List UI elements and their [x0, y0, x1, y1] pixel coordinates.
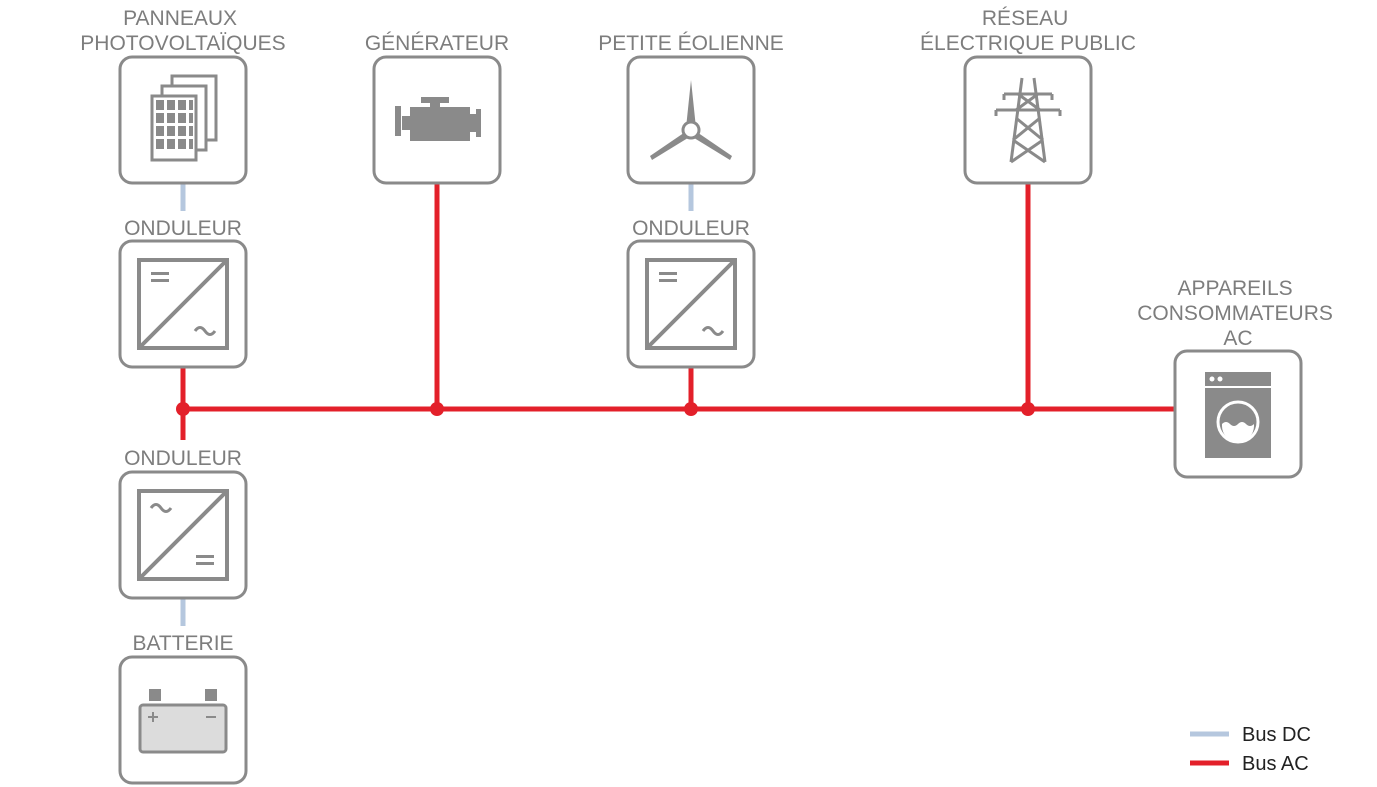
battery-icon	[138, 689, 228, 754]
junction-dot	[176, 402, 190, 416]
battery-node: BATTERIE	[118, 632, 248, 785]
battery-label: BATTERIE	[132, 632, 233, 655]
wind-inverter-node: ONDULEUR	[626, 217, 756, 369]
battery-inverter-label: ONDULEUR	[124, 447, 242, 470]
public-grid-box	[963, 55, 1093, 185]
solar-panel-icon	[150, 74, 218, 162]
ac-loads-node: APPAREILS CONSOMMATEURS AC	[1137, 277, 1338, 479]
legend-dc-label: Bus DC	[1242, 724, 1311, 746]
ac-dc-inverter-icon	[137, 489, 229, 581]
wind-turbine-icon	[650, 80, 732, 160]
battery-inverter-node: ONDULEUR	[118, 447, 248, 600]
power-pylon-icon	[994, 77, 1062, 164]
legend-ac-label: Bus AC	[1242, 753, 1309, 775]
pv-panels-node: PANNEAUX PHOTOVOLTAÏQUES	[80, 7, 286, 185]
junction-dot	[1021, 402, 1035, 416]
public-grid-node: RÉSEAU ÉLECTRIQUE PUBLIC	[920, 7, 1136, 185]
public-grid-label: RÉSEAU ÉLECTRIQUE PUBLIC	[920, 7, 1136, 55]
washing-machine-icon	[1205, 372, 1271, 458]
dc-ac-inverter-icon	[645, 258, 737, 350]
pv-panels-label: PANNEAUX PHOTOVOLTAÏQUES	[80, 7, 285, 55]
generator-node: GÉNÉRATEUR	[365, 32, 509, 185]
ac-bus-junctions	[176, 402, 1035, 416]
engine-icon	[395, 97, 481, 141]
dc-bus-lines	[180, 183, 694, 626]
junction-dot	[684, 402, 698, 416]
wind-turbine-node: PETITE ÉOLIENNE	[598, 32, 784, 185]
junction-dot	[430, 402, 444, 416]
pv-inverter-node: ONDULEUR	[118, 217, 248, 369]
wind-inverter-label: ONDULEUR	[632, 217, 750, 240]
dc-ac-inverter-icon	[137, 258, 229, 350]
ac-loads-label: APPAREILS CONSOMMATEURS AC	[1137, 277, 1338, 350]
wind-turbine-label: PETITE ÉOLIENNE	[598, 32, 784, 55]
pv-inverter-label: ONDULEUR	[124, 217, 242, 240]
legend: Bus DC Bus AC	[1190, 724, 1311, 775]
generator-label: GÉNÉRATEUR	[365, 32, 509, 55]
